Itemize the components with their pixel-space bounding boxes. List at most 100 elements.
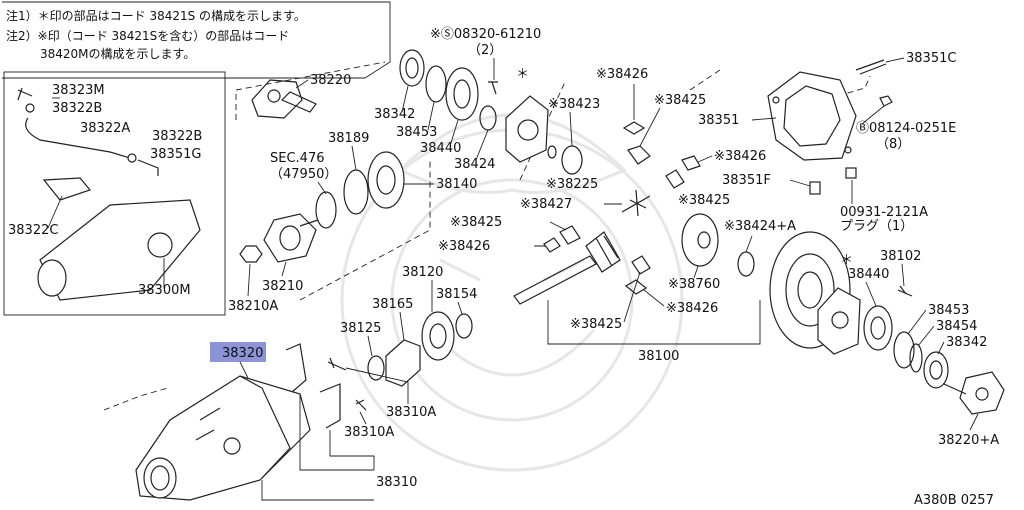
part-38425-pinion-a[interactable] xyxy=(627,145,651,165)
part-38426-washer-a[interactable] xyxy=(622,121,646,135)
label-38425-a[interactable]: ※38425 xyxy=(654,93,706,108)
part-38351-rear-cover[interactable] xyxy=(767,71,857,161)
label-38100[interactable]: 38100 xyxy=(638,349,679,364)
part-38426-washer-d[interactable] xyxy=(624,279,648,295)
part-38310-bracket-upper[interactable] xyxy=(285,343,307,393)
label-00931-note[interactable]: プラグ（1） xyxy=(840,219,913,234)
part-38125-washer[interactable] xyxy=(367,355,385,381)
label-38310A-a[interactable]: 38310A xyxy=(386,405,436,420)
part-oil-seal[interactable] xyxy=(315,191,337,229)
label-38300M[interactable]: 38300M xyxy=(138,283,191,298)
label-38120[interactable]: 38120 xyxy=(402,265,443,280)
part-38426-washer-b[interactable] xyxy=(681,155,701,171)
label-00931[interactable]: 00931-2121A xyxy=(840,205,928,220)
label-08124-qty[interactable]: （8） xyxy=(876,137,910,152)
label-38342[interactable]: 38342 xyxy=(374,107,415,122)
label-38322B-a[interactable]: 38322B xyxy=(52,101,102,116)
label-38102[interactable]: 38102 xyxy=(880,249,921,264)
label-38154[interactable]: 38154 xyxy=(436,287,477,302)
label-38351F[interactable]: 38351F xyxy=(722,173,771,188)
part-38351F-plug[interactable] xyxy=(809,181,821,195)
part-38425-pinion-d[interactable] xyxy=(631,255,651,275)
part-38454-shim[interactable] xyxy=(909,343,923,373)
label-38453-b[interactable]: 38453 xyxy=(928,303,969,318)
part-38140-bearing[interactable] xyxy=(367,151,405,209)
part-38102-bolt[interactable] xyxy=(897,285,913,297)
label-38351[interactable]: 38351 xyxy=(698,113,739,128)
label-38351G[interactable]: 38351G xyxy=(150,147,201,162)
label-38423[interactable]: ※38423 xyxy=(548,97,600,112)
part-38189-collapsible-spacer[interactable] xyxy=(343,169,369,215)
label-38426-a[interactable]: ※38426 xyxy=(596,67,648,82)
label-38165[interactable]: 38165 xyxy=(372,297,413,312)
label-38210A[interactable]: 38210A xyxy=(228,299,278,314)
part-38220-flange[interactable] xyxy=(251,79,317,119)
label-38189[interactable]: 38189 xyxy=(328,131,369,146)
part-38440-bearing[interactable] xyxy=(445,67,479,121)
part-38425-pinion-b[interactable] xyxy=(665,169,685,189)
part-38220A-flange[interactable] xyxy=(943,371,1005,415)
part-38165-spacer[interactable] xyxy=(385,339,421,387)
label-38310[interactable]: 38310 xyxy=(376,475,417,490)
label-38424A[interactable]: ※38424+A xyxy=(724,219,796,234)
part-08124-bolt[interactable] xyxy=(879,95,893,107)
label-38210[interactable]: 38210 xyxy=(262,279,303,294)
part-38426-washer-c[interactable] xyxy=(543,237,561,253)
label-38323M[interactable]: 38323M xyxy=(52,83,105,98)
label-38322A[interactable]: 38322A xyxy=(80,121,130,136)
label-38322C[interactable]: 38322C xyxy=(8,223,58,238)
label-38140[interactable]: 38140 xyxy=(436,177,477,192)
label-38220A[interactable]: 38220+A xyxy=(938,433,999,448)
label-38310A-b[interactable]: 38310A xyxy=(344,425,394,440)
label-38426-d[interactable]: ※38426 xyxy=(666,301,718,316)
part-38424A-thrust-washer[interactable] xyxy=(737,251,755,277)
part-38310-bracket-lower[interactable] xyxy=(319,383,341,429)
label-38425-d[interactable]: ※38425 xyxy=(570,317,622,332)
part-diff-case-right[interactable] xyxy=(817,287,861,355)
part-38351C-breather[interactable] xyxy=(855,59,887,75)
label-38425-c[interactable]: ※38425 xyxy=(450,215,502,230)
part-38440-bearing-right[interactable] xyxy=(863,305,893,351)
part-38453-ring[interactable] xyxy=(425,65,447,103)
label-38426-b[interactable]: ※38426 xyxy=(714,149,766,164)
part-38342-seal-right[interactable] xyxy=(923,351,949,389)
label-38453[interactable]: 38453 xyxy=(396,125,437,140)
part-38210A-nut[interactable] xyxy=(239,245,263,263)
label-38125[interactable]: 38125 xyxy=(340,321,381,336)
part-38154-shim[interactable] xyxy=(455,313,473,339)
part-38453-ring-right[interactable] xyxy=(893,331,915,369)
label-38760[interactable]: ※38760 xyxy=(668,277,720,292)
label-38425-b[interactable]: ※38425 xyxy=(678,193,730,208)
label-08320-qty[interactable]: （2） xyxy=(468,43,502,58)
label-sec476[interactable]: SEC.476 xyxy=(270,151,325,166)
label-38427[interactable]: ※38427 xyxy=(520,197,572,212)
label-38322B-b[interactable]: 38322B xyxy=(152,129,202,144)
label-sec476-code[interactable]: （47950） xyxy=(270,167,337,182)
label-38220[interactable]: 38220 xyxy=(310,73,351,88)
label-38320[interactable]: 38320 xyxy=(222,346,263,361)
part-38760-side-gear[interactable] xyxy=(681,213,719,267)
label-38225[interactable]: ※38225 xyxy=(546,177,598,192)
part-38425-pinion-c[interactable] xyxy=(559,225,581,245)
part-38423-side-gear[interactable] xyxy=(561,145,583,175)
label-38342-b[interactable]: 38342 xyxy=(946,335,987,350)
label-38454[interactable]: 38454 xyxy=(936,319,977,334)
label-08320[interactable]: ※Ⓢ08320-61210 xyxy=(430,27,541,42)
part-38100-drive-pinion[interactable] xyxy=(513,231,621,305)
part-08320-bolt[interactable] xyxy=(488,81,498,95)
part-38310A-bolt-b[interactable] xyxy=(355,399,367,411)
part-38427-pinion-shaft[interactable] xyxy=(621,189,651,217)
part-38310A-bolt-a[interactable] xyxy=(327,357,347,371)
label-08124[interactable]: Ⓑ08124-0251E xyxy=(856,121,956,136)
part-38120-bearing[interactable] xyxy=(421,311,455,361)
part-diff-case[interactable] xyxy=(505,95,549,163)
part-38225-circlip[interactable] xyxy=(547,145,557,159)
label-38424[interactable]: 38424 xyxy=(454,157,495,172)
part-00931-plug[interactable] xyxy=(845,167,857,179)
part-38210-companion-flange[interactable] xyxy=(263,213,319,263)
label-38440-b[interactable]: 38440 xyxy=(848,267,889,282)
part-38320-housing[interactable] xyxy=(135,375,311,501)
label-38440[interactable]: 38440 xyxy=(420,141,461,156)
part-38342-seal[interactable] xyxy=(399,49,425,87)
label-38351C[interactable]: 38351C xyxy=(906,51,956,66)
